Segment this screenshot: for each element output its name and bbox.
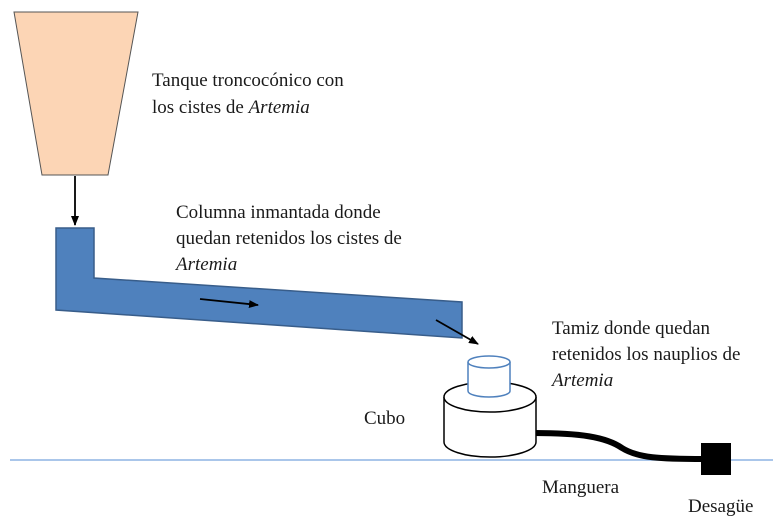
sieve-label-line1: Tamiz donde quedan: [552, 318, 711, 339]
drain-label: Desagüe: [688, 496, 753, 517]
bucket-label: Cubo: [364, 408, 405, 429]
tank-label-italic: Artemia: [247, 97, 310, 118]
flow-arrow: [199, 298, 259, 309]
arrow-column-to-sieve: [435, 319, 479, 345]
column-label-line1: Columna inmantada donde: [176, 202, 381, 223]
tank-label-2: los cistes de Artemia: [152, 97, 310, 118]
tank-label-line1: Tanque troncocónico con: [152, 70, 344, 91]
conical-tank: [13, 11, 139, 176]
hose: [531, 430, 707, 462]
column-label-line3: Artemia: [174, 254, 237, 275]
column-label-line2: quedan retenidos los cistes de: [176, 228, 402, 249]
sieve: [467, 355, 511, 398]
magnetized-column: [55, 227, 463, 339]
drain: [701, 443, 731, 475]
tank-label: Tanque troncocónico con: [152, 70, 344, 91]
tank-label-line2: los cistes de: [152, 97, 249, 118]
hose-label: Manguera: [542, 477, 620, 498]
sieve-label-line3: Artemia: [550, 370, 613, 391]
sieve-label-line2: retenidos los nauplios de: [552, 344, 740, 365]
